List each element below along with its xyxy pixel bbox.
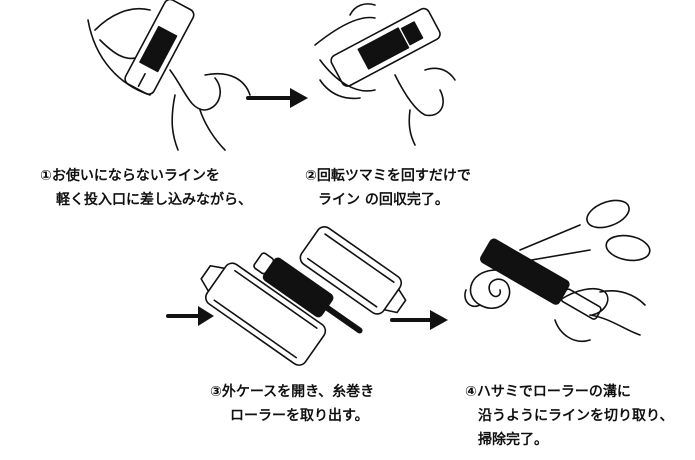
step3-caption-line2: ローラーを取り出す。 (230, 408, 369, 424)
arrow-right-icon (246, 88, 308, 108)
step3-illustration (200, 226, 407, 366)
step2-caption-line2: ライン の回収完了。 (318, 192, 449, 208)
step2-caption-line1: ②回転ツマミを回すだけで (305, 168, 471, 184)
arrow-right-icon (390, 310, 448, 330)
step1-illustration (87, 0, 251, 151)
arrow-right-icon (166, 306, 214, 326)
step1-caption-line1: ①お使いにならないラインを (40, 168, 220, 184)
step4-caption-line1: ④ハサミでローラーの溝に (465, 384, 631, 400)
step3-caption-line1: ③外ケースを開き、糸巻き (210, 384, 375, 400)
step4-caption-line2: 沿うようにラインを切り取り、 (478, 408, 674, 424)
step2-illustration (314, 3, 456, 146)
step4-caption-line3: 掃除完了。 (478, 432, 548, 448)
step1-caption-line2: 軽く投入口に差し込みながら、 (56, 192, 252, 208)
step4-illustration (464, 199, 651, 342)
